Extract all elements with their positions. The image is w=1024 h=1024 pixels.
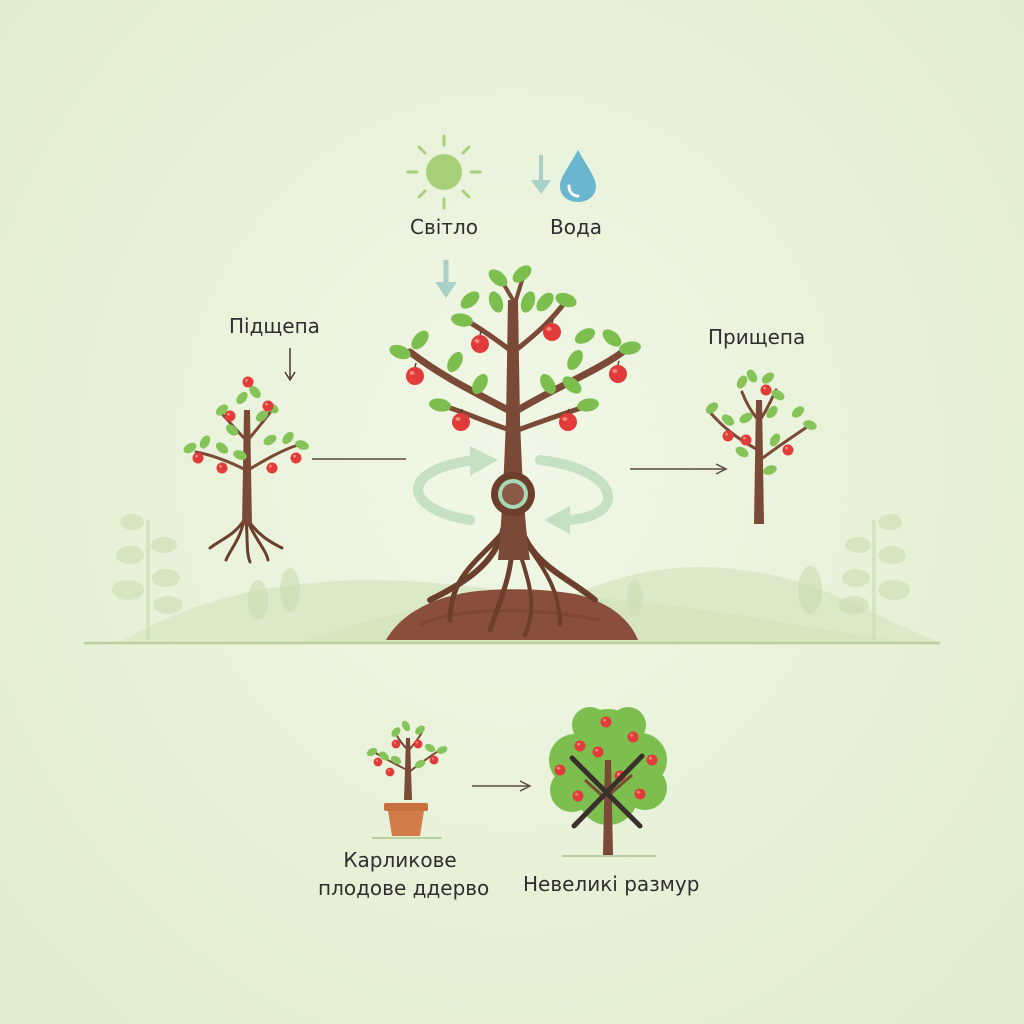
- small-size-label: Невеликі размур: [523, 872, 700, 896]
- water-label: Вода: [550, 215, 603, 239]
- light-arrow-icon: [435, 260, 457, 298]
- rootstock-label: Підщепа: [229, 314, 320, 338]
- cross-icon: [569, 753, 645, 829]
- dwarf-tree-label-line2: плодове ддерво: [318, 876, 490, 900]
- scion-tree: [703, 367, 819, 524]
- graft-union-icon: [491, 472, 535, 516]
- small-size-tree: [549, 707, 667, 855]
- background-plant-left: [112, 514, 300, 640]
- water-arrow-icon: [531, 155, 551, 194]
- soil-mound: [386, 589, 638, 640]
- dwarf-tree-label-line1: Карликове: [343, 848, 457, 872]
- dwarf-tree-label: Карликове плодове ддерво: [318, 846, 490, 902]
- flower-pot-icon: [384, 803, 428, 836]
- cycle-arrows-icon: [413, 455, 613, 525]
- cycle-arrowhead-right: [470, 446, 498, 476]
- rootstock-arrow-icon: [284, 348, 296, 382]
- comparison-arrow: [472, 780, 532, 792]
- main-grafted-tree: [387, 261, 642, 637]
- water-drop-icon: [560, 150, 596, 202]
- scion-label: Прищепа: [708, 325, 806, 349]
- rootstock-tree: [181, 376, 311, 564]
- dwarf-tree-in-pot: [365, 719, 449, 800]
- cycle-arrowhead-left: [544, 506, 570, 534]
- background-plant-right: [627, 514, 910, 640]
- sun-icon: [406, 134, 482, 210]
- connector-arrow-right: [630, 463, 728, 475]
- light-label: Світло: [410, 215, 478, 239]
